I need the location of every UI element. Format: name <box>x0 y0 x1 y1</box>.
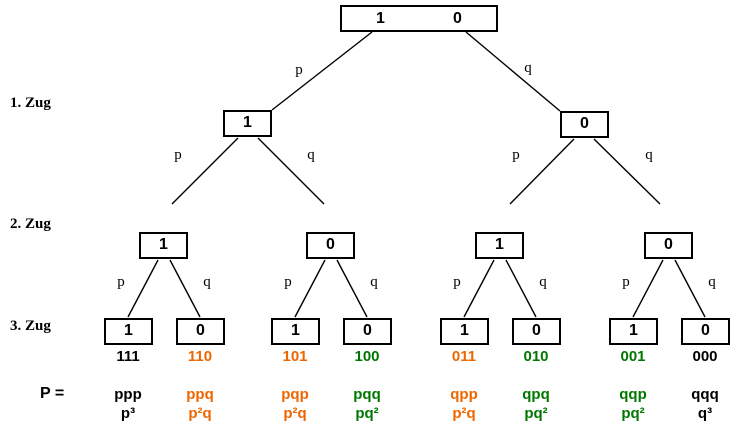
root-node-value-right: 0 <box>453 9 462 27</box>
probability-010: qpq pq² <box>501 385 571 423</box>
leaf-code-111: 111 <box>116 348 140 365</box>
edge-root-left <box>271 31 373 111</box>
edge-l2a-left <box>127 259 159 318</box>
edge-label-l3-p4: p <box>622 274 630 290</box>
probability-110-power: p²q <box>188 405 212 422</box>
probability-001-term: qqp <box>619 386 647 403</box>
edge-l1b-right <box>593 138 661 205</box>
leaf-code-000: 000 <box>692 348 718 365</box>
edge-label-l2-q2: q <box>645 147 653 163</box>
probability-010-power: pq² <box>524 405 548 422</box>
level2-node-1b[interactable]: 1 <box>475 232 524 259</box>
leaf-code-001: 001 <box>620 348 646 365</box>
edge-label-l2-q1: q <box>307 147 315 163</box>
level3-node-101[interactable]: 1 <box>271 318 320 345</box>
level3-node-000[interactable]: 0 <box>681 318 730 345</box>
edge-l1b-left <box>509 138 575 205</box>
level3-node-100[interactable]: 0 <box>343 318 392 345</box>
edge-label-l3-p1: p <box>117 274 125 290</box>
edge-label-l2-p2: p <box>512 147 520 163</box>
probability-001-power: pq² <box>621 405 645 422</box>
edge-label-l3-q3: q <box>539 274 547 290</box>
edge-label-l3-q1: q <box>203 274 211 290</box>
probability-011-term: qpp <box>450 386 478 403</box>
probability-110-term: ppq <box>186 386 214 403</box>
edge-l2b-left <box>294 259 326 318</box>
probability-111-power: p³ <box>120 405 136 422</box>
probability-000-power: q³ <box>697 405 713 422</box>
level2-node-1a[interactable]: 1 <box>139 232 188 259</box>
probability-001: qqp pq² <box>598 385 668 423</box>
level2-node-0a[interactable]: 0 <box>306 232 355 259</box>
edge-label-l2-p1: p <box>174 147 182 163</box>
stage-label-3: 3. Zug <box>10 318 51 334</box>
probability-000: qqq q³ <box>670 385 740 423</box>
level1-node-0[interactable]: 0 <box>560 111 609 138</box>
edge-l2b-right <box>336 259 368 318</box>
probability-100: pqq pq² <box>332 385 402 423</box>
edge-l1a-left <box>171 137 239 205</box>
leaf-code-101: 101 <box>282 348 308 365</box>
probability-111: ppp p³ <box>93 385 163 423</box>
edge-l2c-right <box>505 259 537 318</box>
level3-node-001[interactable]: 1 <box>609 318 658 345</box>
edge-l2d-left <box>632 259 664 318</box>
probability-101: pqp p²q <box>260 385 330 423</box>
probability-101-power: p²q <box>283 405 307 422</box>
leaf-code-110: 110 <box>187 348 213 365</box>
probability-011: qpp p²q <box>429 385 499 423</box>
stage-label-2: 2. Zug <box>10 216 51 232</box>
level3-node-111[interactable]: 1 <box>104 318 153 345</box>
probability-010-term: qpq <box>522 386 550 403</box>
edge-label-l3-p2: p <box>284 274 292 290</box>
probability-111-term: ppp <box>114 386 142 403</box>
edge-l2a-right <box>169 259 201 318</box>
edge-label-l1-p: p <box>295 62 303 78</box>
level3-node-110[interactable]: 0 <box>176 318 225 345</box>
edge-label-l3-q2: q <box>370 274 378 290</box>
edge-label-l1-q: q <box>524 60 532 76</box>
probability-100-term: pqq <box>353 386 381 403</box>
level2-node-0b[interactable]: 0 <box>644 232 693 259</box>
stage-label-1: 1. Zug <box>10 95 51 111</box>
level1-node-1[interactable]: 1 <box>223 110 272 137</box>
probability-110: ppq p²q <box>165 385 235 423</box>
leaf-code-011: 011 <box>451 348 477 365</box>
probability-000-term: qqq <box>691 386 719 403</box>
p-equals-label: P = <box>40 385 65 402</box>
root-node[interactable]: 1 0 <box>340 5 498 32</box>
edge-label-l3-q4: q <box>708 274 716 290</box>
edge-l2c-left <box>463 259 495 318</box>
probability-101-term: pqp <box>281 386 309 403</box>
level3-node-010[interactable]: 0 <box>512 318 561 345</box>
leaf-code-100: 100 <box>354 348 380 365</box>
edge-root-right <box>465 31 561 112</box>
edge-l1a-right <box>257 137 325 205</box>
leaf-code-010: 010 <box>523 348 549 365</box>
probability-100-power: pq² <box>355 405 379 422</box>
probability-011-power: p²q <box>452 405 476 422</box>
edge-l2d-right <box>674 259 706 318</box>
root-node-value-left: 1 <box>376 9 385 27</box>
edge-label-l3-p3: p <box>453 274 461 290</box>
level3-node-011[interactable]: 1 <box>440 318 489 345</box>
